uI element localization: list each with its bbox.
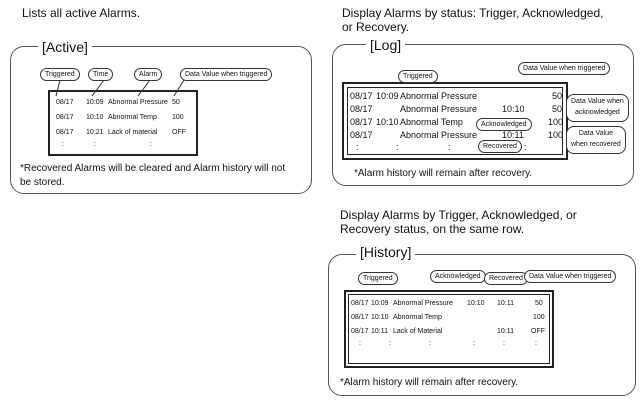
table-cell: 10:10	[371, 314, 389, 321]
table-cell: 50	[535, 300, 543, 307]
continuation-dots: :	[389, 340, 391, 347]
table-cell: Lack of material	[108, 129, 158, 136]
table-cell: 100	[533, 314, 545, 321]
triggered-callout: Triggered	[40, 68, 80, 81]
history-caption-line1: Display Alarms by Trigger, Acknowledged,…	[340, 208, 577, 222]
continuation-dots: :	[448, 142, 451, 152]
continuation-dots: :	[94, 141, 96, 148]
table-cell: 08/17	[351, 328, 369, 335]
active-note-line2: be stored.	[20, 177, 65, 188]
table-cell: Abnormal Temp	[108, 114, 157, 121]
history-caption-line2: Recovery status, on the same row.	[340, 222, 525, 236]
table-cell: 10:11	[502, 130, 524, 140]
history-table: 08/17 10:09 Abnormal Pressure 10:10 10:1…	[344, 290, 554, 368]
continuation-dots: :	[535, 340, 537, 347]
table-cell: 10:10	[86, 114, 104, 121]
log-note: *Alarm history will remain after recover…	[354, 168, 533, 179]
table-cell: 50	[552, 91, 563, 101]
log-caption-line2: or Recovery.	[342, 20, 410, 34]
callout-line: acknowledged	[575, 109, 620, 116]
table-cell: 10:11	[371, 328, 388, 335]
recovered-callout: Recovered	[478, 140, 522, 153]
table-cell: 100	[548, 130, 564, 140]
table-cell: 10:10	[502, 104, 525, 114]
table-cell: 50	[172, 99, 180, 106]
table-cell: Lack of Material	[393, 328, 443, 335]
table-cell: Abnormal Pressure	[400, 104, 478, 114]
table-cell: 100	[548, 117, 564, 127]
recovered-callout: Recovered	[484, 272, 528, 285]
table-cell: Abnormal Pressure	[393, 300, 453, 307]
table-cell: Abnormal Temp	[400, 117, 463, 127]
data-value-triggered-callout: Data Value when triggered	[518, 62, 611, 75]
continuation-dots: :	[356, 142, 359, 152]
data-value-callout: Data Value when triggered	[180, 68, 273, 81]
table-cell: 10:09	[371, 300, 389, 307]
table-cell: Abnormal Pressure	[400, 91, 478, 101]
table-cell: 10:10	[467, 300, 485, 307]
log-title: [Log]	[366, 37, 406, 53]
continuation-dots: :	[503, 340, 505, 347]
table-cell: OFF	[531, 328, 545, 335]
acknowledged-callout: Acknowledged	[430, 270, 486, 283]
table-cell: 08/17	[351, 300, 369, 307]
continuation-dots: :	[62, 141, 64, 148]
triggered-callout: Triggered	[398, 70, 438, 83]
table-cell: 08/17	[350, 91, 373, 101]
table-cell: 100	[172, 114, 184, 121]
data-value-recovered-callout: Data Value when recovered	[566, 126, 626, 154]
table-cell: OFF	[172, 129, 186, 136]
log-table: 08/17 10:09 Abnormal Pressure 50 08/17 A…	[342, 82, 568, 160]
continuation-dots: :	[150, 141, 152, 148]
callout-line: Data Value when	[571, 98, 624, 105]
table-cell: Abnormal Pressure	[400, 130, 478, 140]
active-note-line1: *Recovered Alarms will be cleared and Al…	[20, 163, 286, 174]
history-table-inner: 08/17 10:09 Abnormal Pressure 10:10 10:1…	[348, 294, 550, 364]
table-cell: 08/17	[350, 130, 373, 140]
table-cell: 08/17	[56, 99, 74, 106]
data-value-acknowledged-callout: Data Value when acknowledged	[566, 94, 629, 122]
continuation-dots: :	[473, 340, 475, 347]
table-cell: 08/17	[350, 117, 373, 127]
table-cell: 10:11	[497, 300, 514, 307]
callout-line: when recovered	[571, 141, 621, 148]
table-cell: Abnormal Temp	[393, 314, 442, 321]
table-cell: 08/17	[351, 314, 369, 321]
table-cell: Abnormal Pressure	[108, 99, 168, 106]
continuation-dots: :	[524, 142, 527, 152]
table-cell: 10:09	[376, 91, 399, 101]
alarm-callout: Alarm	[134, 68, 163, 81]
continuation-dots: :	[429, 340, 431, 347]
callout-line: Data Value	[578, 130, 613, 137]
table-cell: 08/17	[56, 114, 74, 121]
table-cell: 08/17	[56, 129, 74, 136]
log-caption-line1: Display Alarms by status: Trigger, Ackno…	[342, 6, 604, 20]
history-note: *Alarm history will remain after recover…	[340, 377, 519, 388]
active-table: 08/17 10:09 Abnormal Pressure 50 08/17 1…	[48, 90, 198, 156]
triggered-callout: Triggered	[358, 272, 398, 285]
active-title: [Active]	[38, 39, 92, 55]
table-cell: 10:09	[86, 99, 104, 106]
table-cell: 10:11	[497, 328, 514, 335]
table-cell: 10:10	[376, 117, 399, 127]
table-cell: 50	[552, 104, 563, 114]
time-callout: Time	[88, 68, 114, 81]
continuation-dots: :	[396, 142, 399, 152]
continuation-dots: :	[359, 340, 361, 347]
active-caption: Lists all active Alarms.	[22, 6, 141, 20]
acknowledged-callout: Acknowledged	[476, 118, 532, 131]
table-cell: 10:21	[86, 129, 104, 136]
data-value-callout: Data Value when triggered	[524, 270, 617, 283]
history-title: [History]	[356, 244, 416, 260]
table-cell: 08/17	[350, 104, 373, 114]
